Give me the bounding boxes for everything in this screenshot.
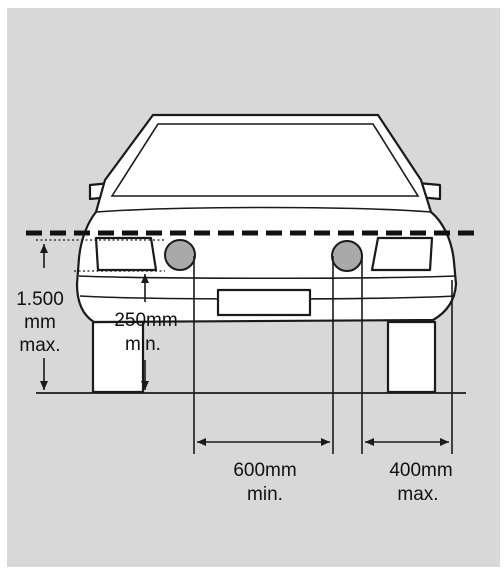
left-fog-lamp <box>164 239 196 271</box>
right-fog-lamp <box>331 240 363 272</box>
max-edge-label-line1: 400mm <box>389 460 452 481</box>
right-headlamp <box>370 236 434 272</box>
max-height-label-line3: max. <box>19 335 60 356</box>
bonnet-line <box>95 206 432 213</box>
min-spacing-label-line2: min. <box>247 484 283 505</box>
min-height-label-line1: 250mm <box>114 310 177 331</box>
left-headlamp <box>94 236 158 272</box>
left-tyre <box>91 320 145 394</box>
max-height-label-line2: mm <box>24 312 56 333</box>
number-plate <box>216 288 312 317</box>
right-tyre <box>386 320 437 394</box>
bumper-top-line <box>78 275 457 280</box>
max-edge-label-line2: max. <box>397 484 438 505</box>
max-height-label-line1: 1.500 <box>16 289 64 310</box>
windscreen <box>110 123 420 197</box>
min-height-label-line2: min. <box>125 334 161 355</box>
min-spacing-label-line1: 600mm <box>233 460 296 481</box>
